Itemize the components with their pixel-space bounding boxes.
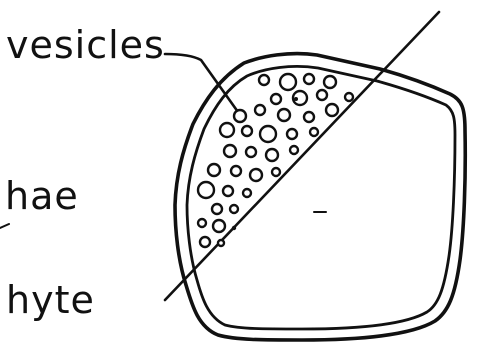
cell-inner-wall	[187, 66, 455, 329]
label-hyphae: hae	[5, 174, 79, 218]
label-vesicles: vesicles	[6, 23, 165, 67]
label-cell: hyte	[6, 278, 95, 322]
stray-mark	[0, 224, 9, 228]
